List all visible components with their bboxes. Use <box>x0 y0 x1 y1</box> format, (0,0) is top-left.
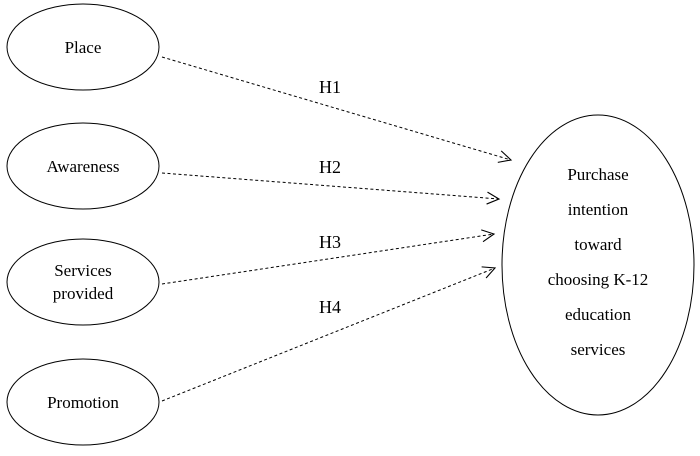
edge-label-h3: H3 <box>319 232 341 252</box>
edge-h3-line <box>161 229 496 285</box>
node-promotion: Promotion <box>6 358 160 446</box>
node-awareness: Awareness <box>6 122 160 210</box>
node-purchase-intention-line-1: Purchase <box>567 165 628 184</box>
node-purchase-intention-line-6: services <box>571 340 626 359</box>
node-purchase-intention: Purchase intention toward choosing K-12 … <box>501 114 695 416</box>
node-place-label: Place <box>65 38 102 57</box>
edge-label-h1: H1 <box>319 77 341 97</box>
edge-label-h4: H4 <box>319 297 341 317</box>
node-services-provided-label-line-1: Services <box>54 261 112 280</box>
edges <box>161 56 513 402</box>
edge-h1-line <box>161 56 513 163</box>
edge-h2-line <box>161 172 501 205</box>
node-purchase-intention-line-5: education <box>565 305 632 324</box>
node-services-provided-label-line-2: provided <box>53 284 114 303</box>
node-purchase-intention-line-2: intention <box>568 200 629 219</box>
node-place: Place <box>6 3 160 91</box>
node-awareness-label: Awareness <box>46 157 119 176</box>
node-promotion-label: Promotion <box>47 393 119 412</box>
node-purchase-intention-line-4: choosing K-12 <box>548 270 649 289</box>
node-purchase-intention-line-3: toward <box>574 235 622 254</box>
edge-label-h2: H2 <box>319 157 341 177</box>
edge-h4-line <box>161 266 497 402</box>
node-services-provided: Services provided <box>6 238 160 326</box>
